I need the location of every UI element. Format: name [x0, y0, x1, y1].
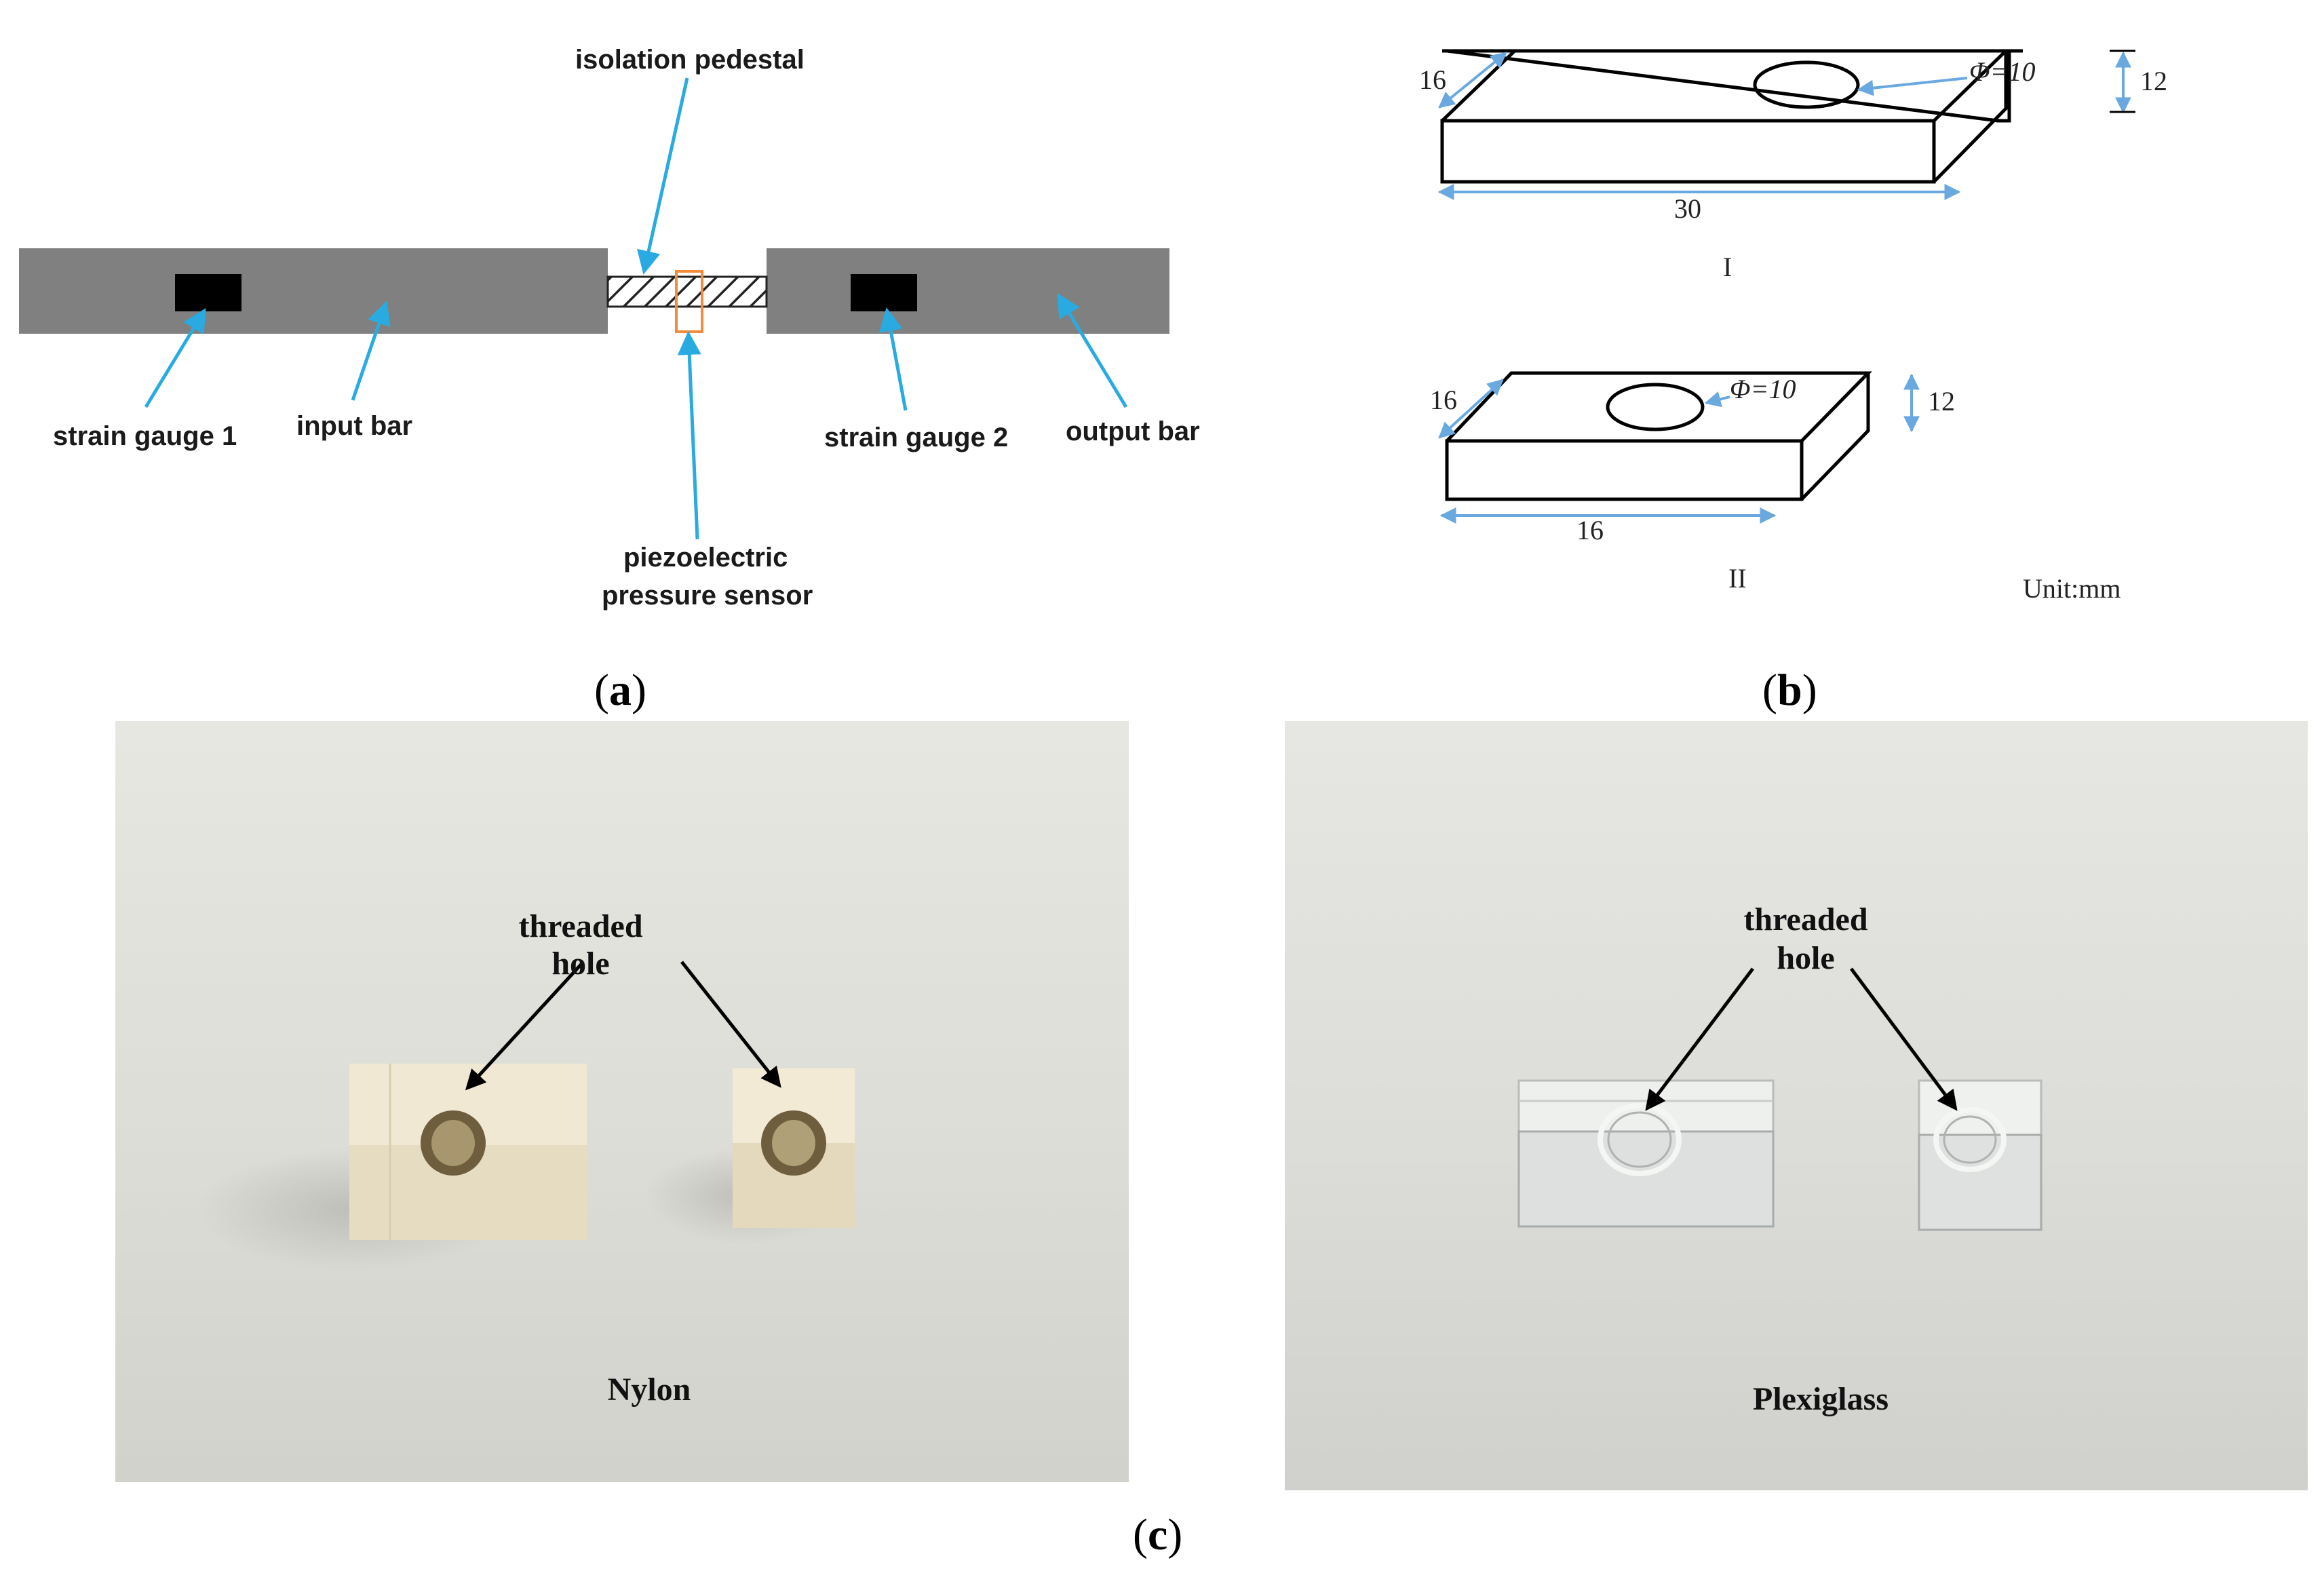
dim-I-hole	[1857, 77, 1968, 96]
dim-I-width-label: 16	[1419, 64, 1446, 95]
panel-a: isolation pedestal strain gauge 1 input …	[0, 0, 1221, 678]
dim-I-width	[1438, 52, 1507, 109]
dim-II-hole-label: Φ=10	[1730, 374, 1796, 404]
nylon-annotation-line1: threaded	[518, 908, 643, 944]
unit-label: Unit:mm	[2023, 573, 2121, 604]
nylon-specimens	[197, 961, 855, 1271]
dim-II-length-label: 16	[1576, 515, 1604, 545]
plexiglass-annotation-line1: threaded	[1743, 902, 1868, 937]
specimen-I-name: I	[1723, 252, 1732, 282]
isolation-pedestal	[606, 275, 768, 308]
panel-b: 16 12 30 Φ=10 I 16 12 16 Φ=10 II Unit:mm	[1289, 0, 2324, 651]
dim-II-height-label: 12	[1928, 386, 1955, 417]
dim-II-width-label: 16	[1430, 385, 1457, 415]
arrow-piezo	[677, 331, 701, 540]
panel-label-c: (c)	[1133, 1510, 1183, 1560]
dim-I-hole-label: Φ=10	[1969, 56, 2036, 87]
label-strain-gauge-1: strain gauge 1	[53, 421, 237, 451]
specimen-II-box	[1445, 371, 1872, 501]
nylon-block-small	[733, 1068, 855, 1228]
plexiglass-caption: Plexiglass	[1753, 1381, 1889, 1417]
nylon-annotation-line2: hole	[551, 946, 610, 982]
plexiglass-block-large	[1517, 1079, 1775, 1228]
photo-nylon: threaded hole Nylon	[115, 721, 1129, 1482]
arrow-input-bar	[351, 301, 391, 401]
dim-II-width	[1438, 379, 1504, 439]
dim-I-length-label: 30	[1674, 193, 1701, 224]
label-isolation-pedestal: isolation pedestal	[575, 45, 805, 75]
label-piezo-line2: pressure sensor	[602, 581, 813, 611]
input-bar	[19, 248, 608, 334]
strain-gauge-1	[175, 274, 241, 311]
arrow-output-bar	[1057, 293, 1128, 408]
plexiglass-specimens	[1517, 967, 2042, 1231]
label-piezo-line1: piezoelectric	[623, 543, 788, 573]
split-hopkinson-bar-diagram	[19, 77, 1169, 540]
specimen-II-hole	[1606, 383, 1705, 431]
arrow-strain-gauge-2	[878, 307, 908, 411]
photo-plexiglass: threaded hole Plexiglass	[1285, 721, 2308, 1490]
strain-gauge-2	[851, 274, 917, 311]
specimen-II-name: II	[1728, 563, 1747, 594]
specimen-I	[1442, 49, 2023, 123]
specimen-dimensions-drawing	[1437, 49, 2135, 524]
nylon-block-large	[349, 1064, 587, 1240]
dim-I-height-label: 12	[2140, 66, 2167, 96]
panel-label-a: (a)	[594, 665, 646, 715]
plexiglass-annotation-line2: hole	[1777, 940, 1835, 976]
label-strain-gauge-2: strain gauge 2	[824, 423, 1009, 452]
dim-II-hole	[1704, 391, 1730, 408]
arrow-strain-gauge-1	[144, 308, 206, 408]
label-output-bar: output bar	[1066, 417, 1200, 446]
specimen-I-hole	[1753, 60, 1860, 109]
plexiglass-block-small	[1918, 1079, 2042, 1231]
nylon-caption: Nylon	[607, 1372, 691, 1408]
label-input-bar: input bar	[296, 411, 413, 441]
specimen-I-box	[1440, 49, 2011, 184]
output-bar	[767, 248, 1169, 334]
arrow-isolation	[637, 77, 689, 275]
panel-label-b: (b)	[1762, 665, 1817, 715]
